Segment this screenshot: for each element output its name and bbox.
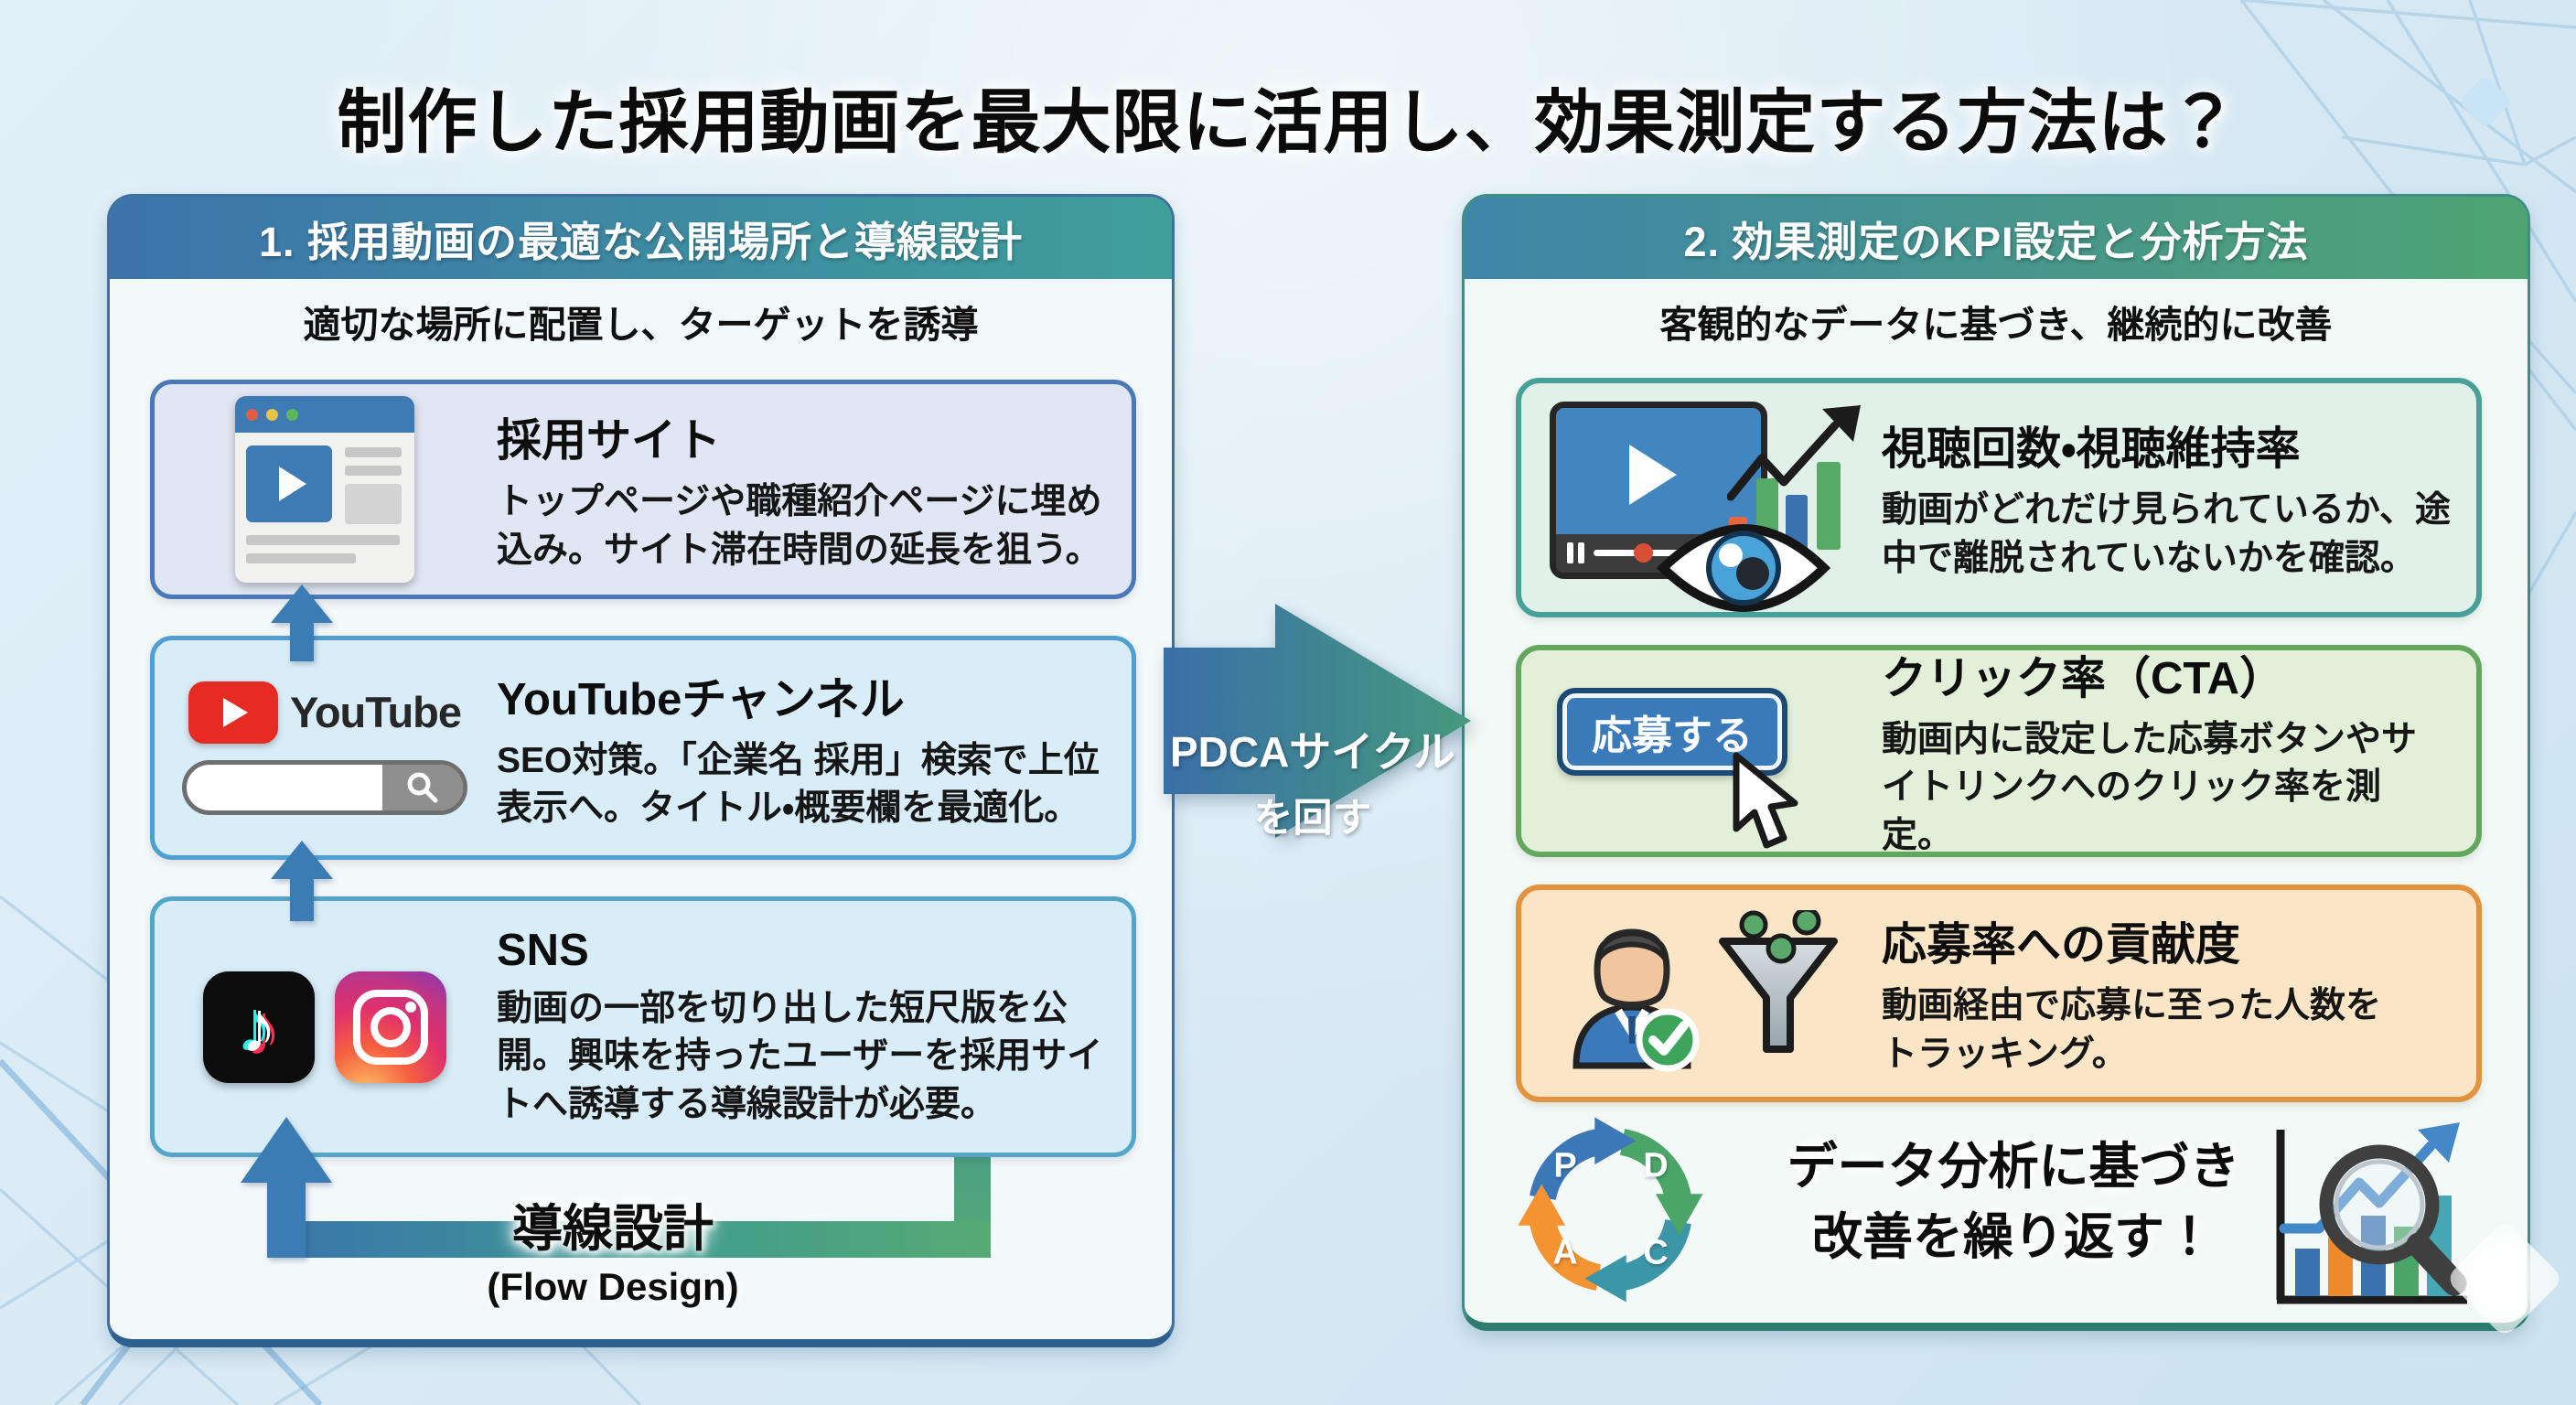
- embedded-video-icon: [246, 445, 332, 522]
- youtube-card: YouTube YouTubeチャンネル SEO対策。「企業名 採用」検索で上位…: [150, 636, 1136, 860]
- up-arrow-icon: [271, 841, 333, 921]
- right-panel-subtitle: 客観的なデータに基づき、継続的に改善: [1659, 304, 2333, 346]
- youtube-wordmark: YouTube: [289, 688, 462, 736]
- card-text: 視聴回数・視聴維持率 動画がどれだけ見られているか、途中で離脱されていないかを確…: [1882, 413, 2453, 583]
- play-icon: [1629, 444, 1677, 505]
- card-body: 動画内に設定した応募ボタンやサイトリンクへのクリック率を測定。: [1882, 720, 2418, 855]
- flow-design-sublabel: (Flow Design): [487, 1265, 739, 1308]
- youtube-play-button-icon: [188, 681, 278, 744]
- card-text: YouTubeチャンネル SEO対策。「企業名 採用」検索で上位表示へ。タイトル…: [497, 663, 1108, 833]
- flow-line-horizontal: [267, 1221, 991, 1258]
- card-body: 動画の一部を切り出した短尺版を公開。興味を持ったユーザーを採用サイトへ誘導する導…: [497, 989, 1103, 1124]
- card-title: SNS: [497, 926, 589, 976]
- progress-bar: [1594, 543, 1750, 563]
- card-title: 採用サイト: [497, 416, 722, 467]
- traffic-dot-green: [286, 408, 298, 421]
- tiktok-icon: ♪: [203, 971, 315, 1083]
- application-kpi-card: 応募率への貢献度 動画経由で応募に至った人数をトラッキング。: [1516, 885, 2482, 1102]
- traffic-dot-yellow: [266, 408, 278, 421]
- card-title: 応募率への貢献度: [1882, 920, 2241, 971]
- flow-design-label: 導線設計: [511, 1200, 714, 1257]
- search-icon: [382, 764, 463, 810]
- flow-up-arrow-icon: [241, 1117, 332, 1258]
- card-text: 採用サイト トップページや職種紹介ページに埋め込み。サイト滞在時間の延長を狙う。: [497, 404, 1108, 574]
- traffic-dot-red: [246, 408, 258, 421]
- card-body: 動画経由で応募に至った人数をトラッキング。: [1882, 986, 2382, 1074]
- pdca-arrow-label: PDCAサイクル を回す: [1151, 719, 1475, 843]
- pdca-letter-p: P: [1553, 1146, 1577, 1185]
- browser-titlebar: [235, 396, 414, 433]
- pdca-arrow-label-line2: を回す: [1253, 797, 1372, 841]
- browser-text-lines: [345, 447, 402, 524]
- pdca-letter-a: A: [1552, 1233, 1578, 1272]
- pdca-cycle-arrow: [1164, 604, 1471, 838]
- footer-message: データ分析に基づき 改善を繰り返す！: [1730, 1132, 2297, 1272]
- pdca-cycle-icon: P D C A: [1512, 1111, 1709, 1308]
- pdca-arrow-label-line1: PDCAサイクル: [1169, 728, 1456, 776]
- search-bar-icon: [182, 759, 467, 815]
- right-panel-header: 2. 効果測定のKPI設定と分析方法: [1465, 197, 2528, 279]
- card-body: SEO対策。「企業名 採用」検索で上位表示へ。タイトル・概要欄を最適化。: [497, 740, 1100, 828]
- progress-dot: [1634, 543, 1654, 563]
- play-icon: [279, 467, 306, 501]
- magnifier-chart-icon: [2268, 1117, 2485, 1325]
- pause-icon: [1567, 542, 1584, 563]
- applicant-check-icon: [1572, 928, 1700, 1072]
- youtube-logo-icon: YouTube: [178, 681, 471, 815]
- pdca-letter-d: D: [1643, 1146, 1669, 1185]
- card-body: 動画がどれだけ見られているか、途中で離脱されていないかを確認。: [1882, 490, 2452, 578]
- pdca-letter-c: C: [1643, 1233, 1669, 1272]
- left-panel-subtitle: 適切な場所に配置し、ターゲットを誘導: [303, 304, 979, 346]
- instagram-icon: [335, 971, 446, 1083]
- browser-window-icon: [235, 396, 414, 583]
- apply-button: 応募する: [1557, 688, 1787, 776]
- card-title: 視聴回数・視聴維持率: [1882, 424, 2301, 475]
- left-panel: 1. 採用動画の最適な公開場所と導線設計 適切な場所に配置し、ターゲットを誘導: [107, 194, 1175, 1347]
- cta-button-cursor-icon: 応募する: [1545, 664, 1856, 849]
- browser-video-icon: [178, 396, 471, 583]
- card-text: 応募率への貢献度 動画経由で応募に至った人数をトラッキング。: [1882, 908, 2408, 1078]
- sns-card: ♪ SNS 動画の一部を切り出した短尺版を公開。興味を持ったユーザーを採用サイト…: [150, 896, 1136, 1157]
- footer-message-line2: 改善を繰り返す！: [1811, 1208, 2215, 1265]
- funnel-icon: [1719, 910, 1838, 1053]
- card-text: クリック率（CTA） 動画内に設定した応募ボタンやサイトリンクへのクリック率を測…: [1882, 642, 2442, 860]
- cta-kpi-card: 応募する クリック率（CTA） 動画内に設定した応募ボタンやサイトリンクへのクリ…: [1516, 645, 2482, 857]
- right-panel: 2. 効果測定のKPI設定と分析方法 客観的なデータに基づき、継続的に改善: [1462, 194, 2530, 1331]
- left-panel-header: 1. 採用動画の最適な公開場所と導線設計: [110, 197, 1172, 279]
- card-title: YouTubeチャンネル: [497, 674, 905, 724]
- views-kpi-card: 視聴回数・視聴維持率 動画がどれだけ見られているか、途中で離脱されていないかを確…: [1516, 378, 2482, 617]
- footer-message-line1: データ分析に基づき: [1787, 1138, 2240, 1195]
- recruit-site-card: 採用サイト トップページや職種紹介ページに埋め込み。サイト滞在時間の延長を狙う。: [150, 380, 1136, 599]
- up-arrow-icon: [271, 585, 333, 661]
- card-body: トップページや職種紹介ページに埋め込み。サイト滞在時間の延長を狙う。: [497, 482, 1102, 570]
- video-views-eye-icon: [1545, 391, 1861, 612]
- eye-icon: [1656, 523, 1831, 612]
- page-title: 制作した採用動画を最大限に活用し、効果測定する方法は？: [337, 84, 2239, 162]
- browser-text-lines-bottom: [246, 535, 400, 563]
- card-text: SNS 動画の一部を切り出した短尺版を公開。興味を持ったユーザーを採用サイトへ誘…: [497, 925, 1108, 1129]
- applicant-funnel-icon: [1545, 910, 1856, 1077]
- card-title: クリック率（CTA）: [1882, 654, 2285, 704]
- sns-icons: ♪: [178, 971, 471, 1083]
- cursor-icon: [1733, 752, 1798, 849]
